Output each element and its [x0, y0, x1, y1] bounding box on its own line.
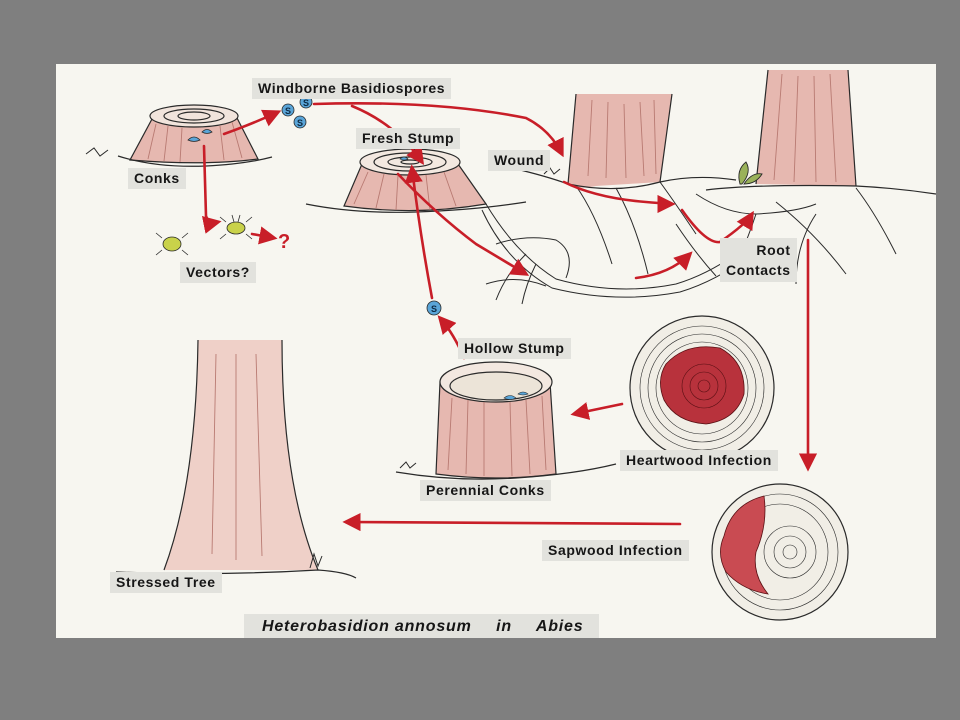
arrow-wound-down: [562, 180, 676, 214]
beetle-vector-2: [155, 232, 189, 256]
vector-question-mark: ?: [278, 231, 290, 253]
beetle-vector-1: [219, 214, 253, 240]
wounded-tree-illustration: [511, 93, 737, 190]
diagram-poster: S S S S ?: [56, 64, 936, 638]
label-root-contacts: Root Contacts: [720, 238, 797, 282]
arrow-roots-to-contacts: [634, 251, 693, 280]
root-system-illustration: [481, 181, 897, 305]
spore-letter-4: S: [431, 304, 437, 314]
neighbor-tree-illustration: [705, 69, 936, 195]
label-contacts-line: Contacts: [726, 262, 791, 278]
label-vectors: Vectors?: [180, 262, 256, 283]
cycle-arrows: [201, 101, 818, 532]
arrow-vectors-to-question: [250, 226, 278, 245]
spore-letter-1: S: [285, 106, 291, 116]
spore-letter-3: S: [297, 118, 303, 128]
label-hollow-stump: Hollow Stump: [458, 338, 571, 359]
label-conks: Conks: [128, 168, 186, 189]
label-sapwood-infection: Sapwood Infection: [542, 540, 689, 561]
spore-near-hollow-stump: [426, 300, 442, 316]
arrow-stump-to-roots: [396, 172, 530, 276]
title-host: Abies: [535, 618, 584, 635]
label-perennial-conks: Perennial Conks: [420, 480, 551, 501]
label-windborne-basidiospores: Windborne Basidiospores: [252, 78, 452, 99]
hollow-stump-illustration: [395, 361, 617, 480]
arrow-heartwood-to-hollow-stump: [570, 402, 624, 420]
label-wound: Wound: [488, 150, 551, 171]
arrow-conks-to-spores: [222, 109, 282, 136]
windborne-spores: [281, 95, 313, 129]
heartwood-disc-illustration: [629, 315, 775, 461]
arrow-conks-to-vectors: [201, 144, 222, 234]
title-genus: Heterobasidion annosum: [262, 618, 472, 635]
label-heartwood-infection: Heartwood Infection: [620, 450, 778, 471]
conk-small: [187, 129, 213, 142]
title-connector: in: [496, 618, 512, 635]
arrow-spore-to-fresh-stump: [404, 164, 434, 300]
label-stressed-tree: Stressed Tree: [110, 572, 222, 593]
hollow-stump-conks: [503, 391, 529, 400]
arrow-sapwood-to-stressed-tree: [342, 512, 682, 532]
disease-cycle-illustration: S S S S ?: [85, 69, 936, 621]
sapwood-disc-illustration: [711, 483, 849, 621]
arrow-spores-to-wound: [312, 101, 564, 158]
stressed-tree-illustration: [115, 339, 357, 579]
diagram-title: Heterobasidion annosum in Abies: [244, 614, 600, 638]
label-root-line: Root: [756, 242, 791, 258]
label-fresh-stump: Fresh Stump: [356, 128, 461, 149]
conk-stump-illustration: [85, 104, 273, 167]
spore-letter-2: S: [303, 98, 309, 108]
